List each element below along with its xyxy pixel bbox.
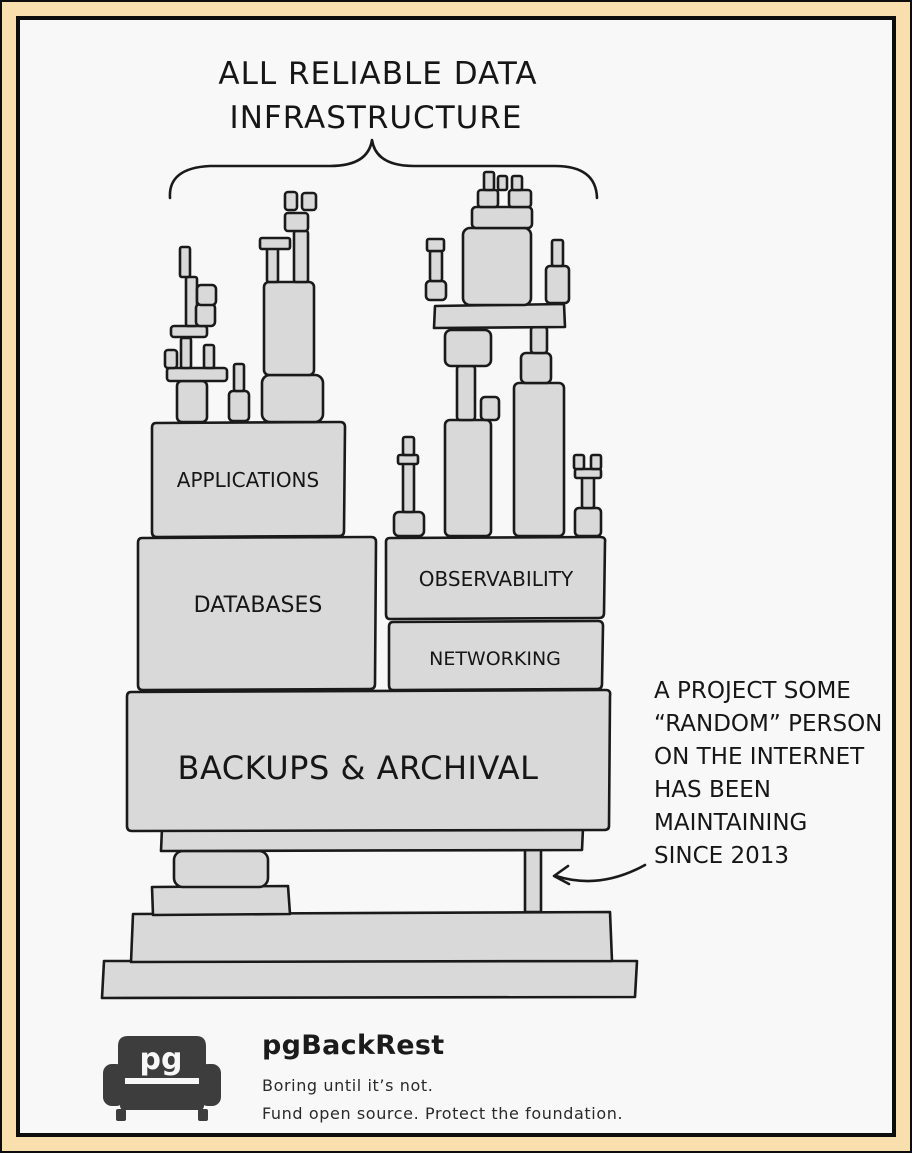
curly-brace — [168, 138, 599, 200]
databases-label: DATABASES — [194, 593, 323, 618]
annotation-line-2: “RANDOM” PERSON — [654, 711, 882, 737]
backups-block: BACKUPS & ARCHIVAL — [125, 688, 612, 833]
annotation-line-3: ON THE INTERNET — [654, 744, 865, 770]
base-slab-small — [150, 884, 292, 917]
armchair-icon: pg — [103, 1036, 221, 1121]
heading-line-1: ALL RELIABLE DATA — [218, 56, 537, 92]
backups-label: BACKUPS & ARCHIVAL — [177, 749, 538, 787]
heading-line-2: INFRASTRUCTURE — [230, 100, 523, 136]
tagline-2: Fund open source. Protect the foundation… — [262, 1104, 624, 1123]
base-slab-middle — [129, 910, 614, 964]
observability-block: OBSERVABILITY — [384, 535, 607, 621]
foundation-stack — [100, 826, 639, 1000]
right-tower — [392, 170, 603, 538]
networking-label: NETWORKING — [429, 648, 561, 670]
base-slab-bottom — [100, 959, 639, 1000]
applications-label: APPLICATIONS — [177, 468, 319, 492]
annotation: A PROJECT SOME “RANDOM” PERSON ON THE IN… — [552, 678, 882, 886]
annotation-line-1: A PROJECT SOME — [654, 678, 851, 704]
annotation-arrow — [554, 863, 647, 883]
left-tower — [163, 245, 251, 424]
tagline-1: Boring until it’s not. — [262, 1076, 434, 1095]
observability-label: OBSERVABILITY — [419, 567, 574, 591]
logo-text: pg — [140, 1042, 183, 1077]
applications-block: APPLICATIONS — [150, 420, 347, 539]
annotation-line-5: MAINTAINING — [654, 810, 807, 836]
base-pill — [172, 849, 270, 889]
random-person-pillar — [523, 846, 543, 914]
brand-name: pgBackRest — [262, 1030, 445, 1061]
annotation-arrowhead — [552, 864, 571, 886]
annotation-line-4: HAS BEEN — [654, 777, 771, 803]
middle-tower — [258, 190, 325, 424]
databases-block: DATABASES — [136, 535, 378, 692]
networking-block: NETWORKING — [387, 619, 605, 692]
annotation-line-6: SINCE 2013 — [654, 843, 789, 869]
